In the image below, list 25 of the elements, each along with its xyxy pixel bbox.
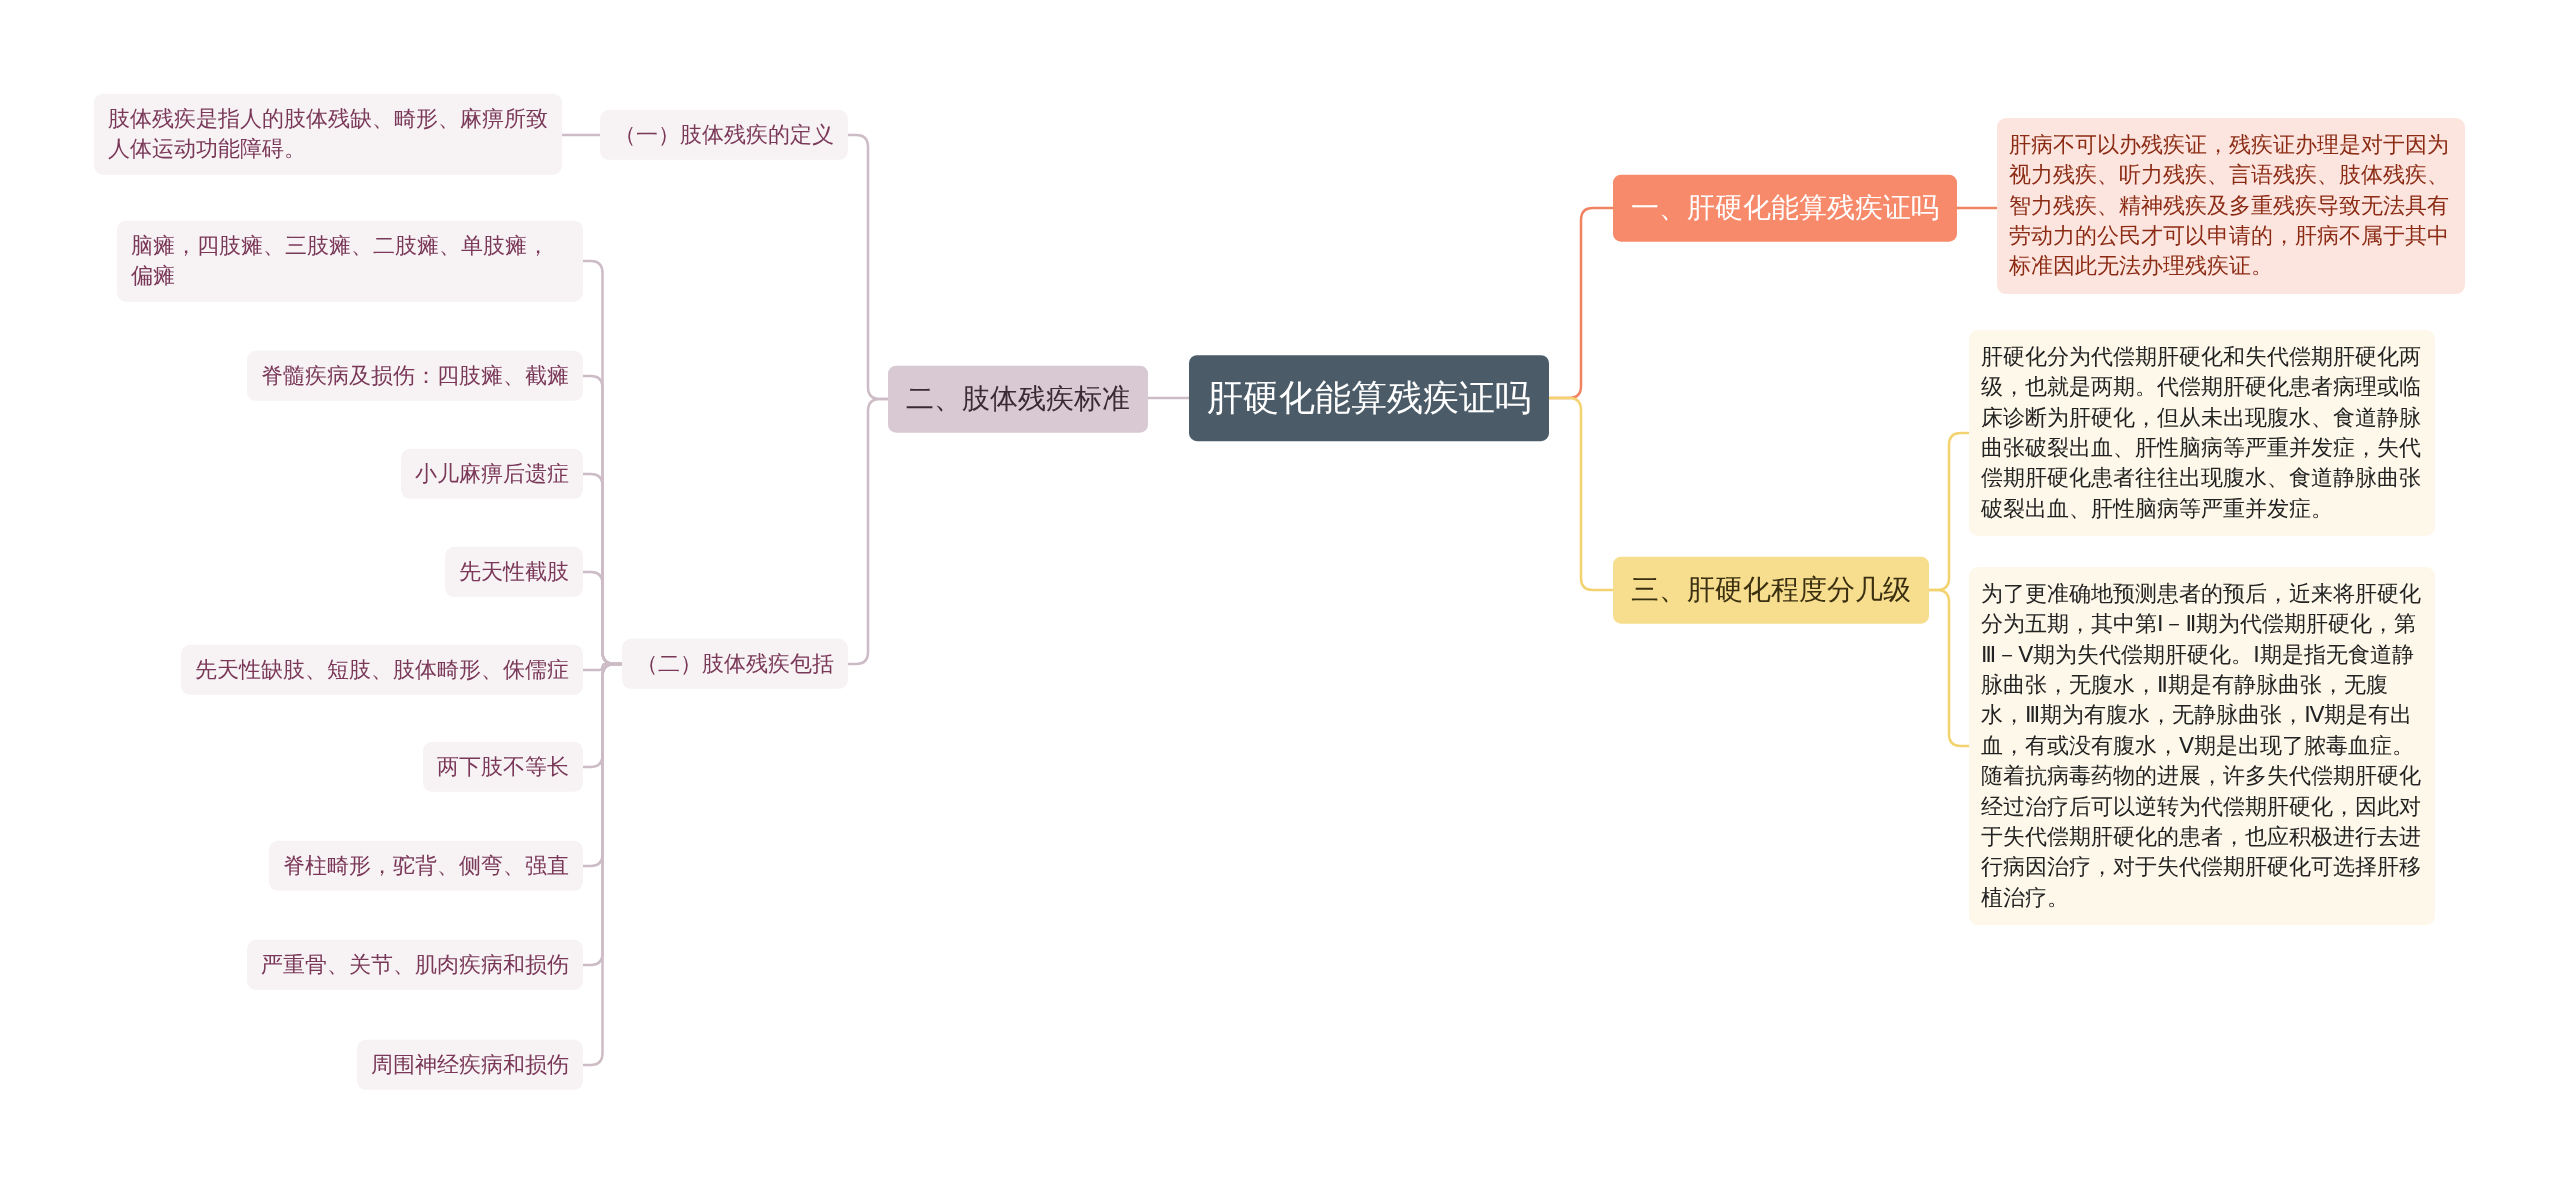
subtopic-box: 小儿麻痹后遗症 [401,448,583,500]
note-box: 为了更准确地预测患者的预后，近来将肝硬化分为五期，其中第Ⅰ－Ⅱ期为代偿期肝硬化，第Ⅲ－Ⅴ期为失代偿期肝硬化。Ⅰ期是指无食道静脉曲张，无腹水，Ⅱ期是有静脉曲张，无腹水，Ⅲ期为有腹水，无静脉曲张，Ⅳ期是有出血，有或没有腹水，Ⅴ期是出现了脓毒血症。随着抗病毒药物的进展，许多失代偿期肝硬化经过治疗后可以逆转为代偿期肝硬化，因此对于失代偿期肝硬化的患者，也应积极进行去进行病因治疗，对于失代偿期肝硬化可选择肝移植治疗。 [1969,567,2435,925]
subtopic-box: 肢体残疾是指人的肢体残缺、畸形、麻痹所致人体运动功能障碍。 [94,93,562,175]
branch-topic: 一、肝硬化能算残疾证吗 [1613,174,1957,242]
subtopic-box: （二）肢体残疾包括 [622,638,848,690]
subtopic-box: 周围神经疾病和损伤 [357,1039,583,1091]
connector-line [1929,588,1969,748]
connector-line [1957,206,1997,210]
subtopic-box: 严重骨、关节、肌肉疾病和损伤 [247,939,583,991]
subtopic-box: 脊柱畸形，驼背、侧弯、强直 [269,840,583,892]
note-box: 肝硬化分为代偿期肝硬化和失代偿期肝硬化两级，也就是两期。代偿期肝硬化患者病理或临床诊断为肝硬化，但从未出现腹水、食道静脉曲张破裂出血、肝性脑病等严重并发症，失代偿期肝硬化患者往往出现腹水、食道静脉曲张破裂出血、肝性脑病等严重并发症。 [1969,329,2435,537]
connector-line [583,662,622,1067]
central-topic: 肝硬化能算残疾证吗 [1189,355,1549,441]
subtopic-box: 先天性缺肢、短肢、肢体畸形、侏儒症 [181,644,583,696]
connector-line [1148,396,1189,400]
subtopic-box: （一）肢体残疾的定义 [600,109,848,161]
connector-line [562,133,600,137]
branch-topic: 三、肝硬化程度分几级 [1613,556,1929,624]
subtopic-box: 先天性截肢 [445,546,583,598]
subtopic-box: 两下肢不等长 [423,741,583,793]
connector-line [848,397,888,666]
subtopic-box: 脊髓疾病及损伤：四肢瘫、截瘫 [247,350,583,402]
branch-topic: 二、肢体残疾标准 [888,365,1148,433]
subtopic-box: 脑瘫，四肢瘫、三肢瘫、二肢瘫、单肢瘫，偏瘫 [117,220,583,302]
note-box: 肝病不可以办残疾证，残疾证办理是对于因为视力残疾、听力残疾、言语残疾、肢体残疾、智力残疾、精神残疾及多重残疾导致无法具有劳动力的公民才可以申请的，肝病不属于其中标准因此无法办理残疾证。 [1997,118,2465,294]
